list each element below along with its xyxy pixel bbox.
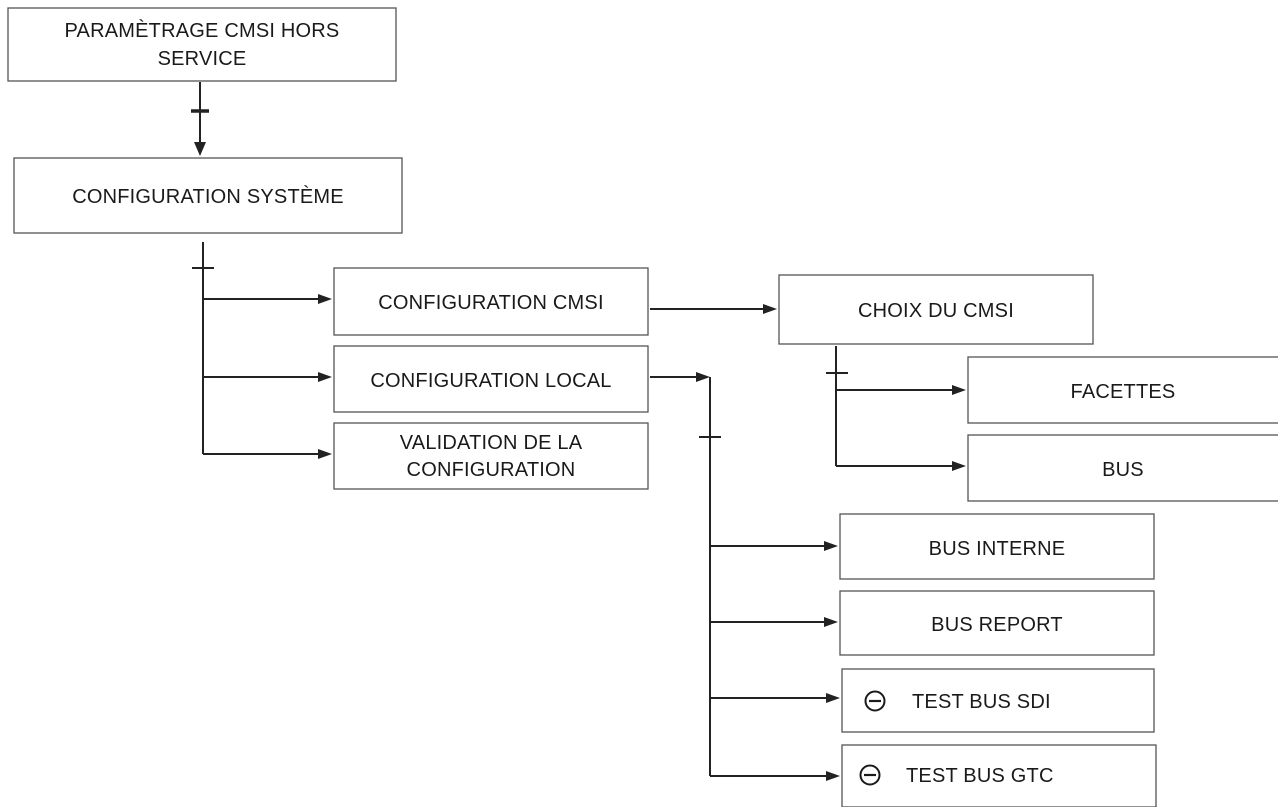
arrowhead-right [826, 693, 840, 703]
node-parametrage-line-1: PARAMÈTRAGE CMSI HORS [65, 19, 340, 42]
node-facettes: FACETTES [967, 356, 1278, 424]
node-validation-line-1: VALIDATION DE LA [400, 432, 583, 454]
arrowhead-right [318, 449, 332, 459]
node-config-systeme-label: CONFIGURATION SYSTÈME [72, 185, 344, 208]
arrowhead-down [194, 142, 206, 156]
arrowhead-right [952, 461, 966, 471]
node-choix-cmsi-label: CHOIX DU CMSI [858, 300, 1014, 322]
node-config-local-label: CONFIGURATION LOCAL [370, 370, 611, 392]
node-bus: BUS [967, 434, 1278, 502]
node-bus-interne-label: BUS INTERNE [929, 538, 1066, 560]
node-bus-interne: BUS INTERNE [839, 513, 1155, 580]
arrowhead-right [824, 541, 838, 551]
node-bus-report: BUS REPORT [839, 590, 1155, 656]
arrowhead-right [763, 304, 777, 314]
node-validation: VALIDATION DE LA CONFIGURATION [333, 422, 649, 490]
arrowhead-right [824, 617, 838, 627]
node-facettes-label: FACETTES [1071, 381, 1176, 403]
node-parametrage-line-2: SERVICE [158, 48, 247, 70]
node-config-systeme: CONFIGURATION SYSTÈME [13, 157, 403, 234]
node-validation-line-2: CONFIGURATION [407, 459, 576, 481]
arrowhead-right [826, 771, 840, 781]
node-config-cmsi: CONFIGURATION CMSI [333, 267, 649, 336]
node-choix-cmsi: CHOIX DU CMSI [778, 274, 1094, 345]
node-test-bus-gtc: TEST BUS GTC [841, 744, 1157, 807]
node-test-bus-gtc-label: TEST BUS GTC [906, 765, 1054, 787]
node-test-bus-sdi-label: TEST BUS SDI [912, 691, 1051, 713]
node-test-bus-sdi: TEST BUS SDI [841, 668, 1155, 733]
arrowhead-right [696, 372, 710, 382]
node-config-cmsi-label: CONFIGURATION CMSI [378, 292, 603, 314]
arrowhead-right [318, 294, 332, 304]
node-parametrage: PARAMÈTRAGE CMSI HORS SERVICE [7, 7, 397, 82]
node-bus-label: BUS [1102, 459, 1144, 481]
minus-circle-icon [859, 764, 881, 786]
arrowhead-right [318, 372, 332, 382]
node-config-local: CONFIGURATION LOCAL [333, 345, 649, 413]
minus-circle-icon [864, 690, 886, 712]
connectors [191, 82, 966, 781]
arrowhead-right [952, 385, 966, 395]
node-bus-report-label: BUS REPORT [931, 614, 1063, 636]
